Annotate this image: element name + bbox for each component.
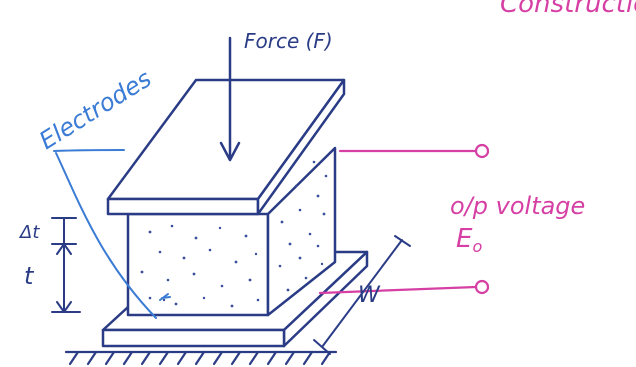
output-voltage-symbol: Eo (456, 224, 482, 256)
heading-cut-text: Constructio (500, 0, 636, 19)
output-terminal-bottom (474, 279, 490, 295)
crystal-dots (140, 160, 328, 308)
output-voltage-label: o/p voltage (450, 192, 585, 220)
top-electrode (106, 78, 346, 216)
output-wires (318, 149, 478, 295)
w-label: W (358, 283, 381, 308)
t-label: t (24, 262, 35, 290)
piezo-crystal (126, 146, 337, 317)
output-terminal-top (474, 143, 490, 159)
ground-hatching (64, 350, 338, 366)
thickness-dimension (51, 217, 81, 313)
width-dimension (313, 235, 411, 355)
electrodes-label: Electrodes (34, 64, 156, 155)
force-arrow (219, 36, 241, 162)
electrode-leader-lines (53, 149, 157, 319)
force-label: Force (F) (244, 29, 333, 53)
delta-t-label: Δt (18, 222, 40, 243)
small-arrow-mark (159, 293, 171, 301)
